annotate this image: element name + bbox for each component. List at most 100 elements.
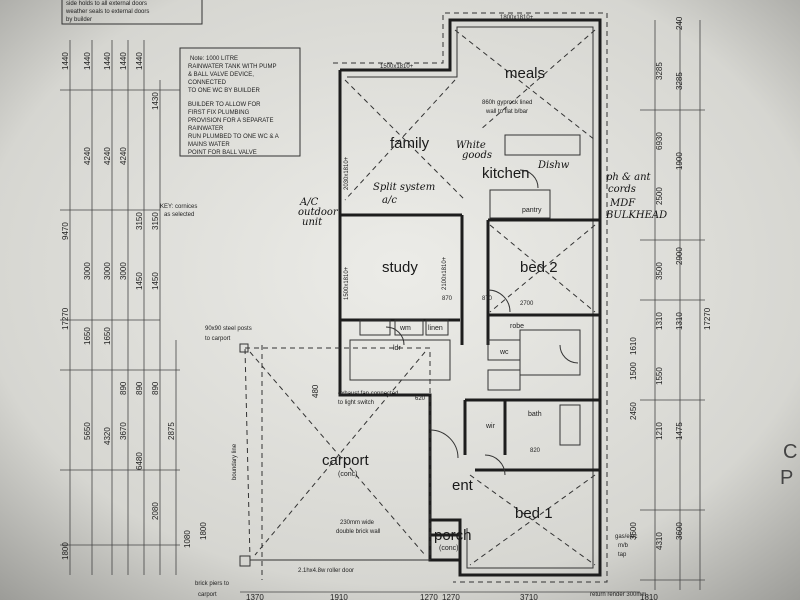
brick-piers-note-1: brick piers to xyxy=(195,581,230,587)
dim-col1-2: 9470 xyxy=(61,222,70,240)
handwritten-ac-3: unit xyxy=(302,217,323,228)
tank-note-line-9: PROVISION FOR A SEPARATE xyxy=(188,118,273,124)
dim-right1-4: 3500 xyxy=(655,262,664,280)
handwritten-cords-1: ph & ant xyxy=(606,172,652,183)
dim-col3-3: 3000 xyxy=(103,262,112,280)
key-note-1: KEY: cornices xyxy=(160,204,197,210)
room-linen: linen xyxy=(428,325,443,332)
dim-right1-8: 4310 xyxy=(655,532,664,550)
dim-col6-2: 3150 xyxy=(151,212,160,230)
brick-piers-note-2: carport xyxy=(198,592,217,598)
title-block-letter-1: C xyxy=(783,441,797,463)
tank-note-line-5: TO ONE WC BY BUILDER xyxy=(188,88,260,94)
dim-col2-2: 4240 xyxy=(83,147,92,165)
dim-col5-2: 3150 xyxy=(135,212,144,230)
tank-note-line-12: MAINS WATER xyxy=(188,142,230,148)
posts-note-2: to carport xyxy=(205,336,231,342)
dim-bottom-6: 1810 xyxy=(640,593,658,600)
room-kitchen: kitchen xyxy=(482,165,530,182)
brick-wall-note-2: double brick wall xyxy=(336,529,380,535)
dim-col2-3: 3000 xyxy=(83,262,92,280)
dim-right-small-4: 3600 xyxy=(629,522,638,540)
top-note-box: side holds to all external doors weather… xyxy=(61,0,203,25)
room-porch: porch xyxy=(434,527,472,544)
dim-right1-6: 1550 xyxy=(655,367,664,385)
handwritten-ac-1: A/C xyxy=(299,197,319,208)
handwritten-white-2: goods xyxy=(462,150,492,161)
room-carport-sub: (conc) xyxy=(338,471,357,478)
dim-right-small-1: 1610 xyxy=(629,337,638,355)
dim-bottom-5: 3710 xyxy=(520,593,538,600)
tank-note-line-1: Note: 1000 LITRE xyxy=(190,56,238,62)
room-wm: wm xyxy=(399,325,411,332)
tank-note: Note: 1000 LITRE RAINWATER TANK WITH PUM… xyxy=(179,47,301,157)
dim-bottom-2: 1910 xyxy=(330,593,348,600)
dim-col7-2: 2875 xyxy=(167,422,176,440)
room-bath: bath xyxy=(528,411,542,418)
dim-right-small-3: 2450 xyxy=(629,402,638,420)
dim-col2-4: 1650 xyxy=(83,327,92,345)
dim-mid-1: 480 xyxy=(311,384,320,398)
room-meals: meals xyxy=(505,65,545,82)
gas-note-3: tap xyxy=(618,552,627,558)
dim-right2-8: 1475 xyxy=(675,422,684,440)
handwritten-cords-2: cords xyxy=(608,184,636,195)
tank-note-line-8: FIRST FIX PLUMBING xyxy=(188,110,250,116)
dim-left-small-1: 1080 xyxy=(183,530,192,548)
dim-right2-5: 2900 xyxy=(675,247,684,265)
handwritten-mdf-2: BULKHEAD xyxy=(605,210,667,221)
gyprock-note-2: wall to flat b/bar xyxy=(485,109,528,115)
dim-col4-5: 3670 xyxy=(119,422,128,440)
dim-right2-1: 240 xyxy=(675,16,684,30)
tank-note-line-3: & BALL VALVE DEVICE, xyxy=(188,72,254,78)
carport xyxy=(239,343,431,580)
dim-col4-3: 3000 xyxy=(119,262,128,280)
dim-col3-2: 4240 xyxy=(103,147,112,165)
dim-col5-3: 1450 xyxy=(135,272,144,290)
gyprock-note-1: 860h gyprock lined xyxy=(482,100,532,106)
room-porch-sub: (conc) xyxy=(439,545,458,552)
tank-note-line-10: RAINWATER xyxy=(188,126,224,132)
dim-col6-3: 1450 xyxy=(151,272,160,290)
tank-note-line-4: CONNECTED xyxy=(188,80,227,86)
dim-bottom-1: 1370 xyxy=(246,593,264,600)
dim-right1-7: 1210 xyxy=(655,422,664,440)
dim-col2-1: 1440 xyxy=(83,52,92,70)
dim-right-small-2: 1500 xyxy=(629,362,638,380)
room-bed2: bed 2 xyxy=(520,259,558,276)
dim-mid-3: 620 xyxy=(415,396,426,402)
dim-col1-1: 1440 xyxy=(61,52,70,70)
room-family: family xyxy=(390,135,430,152)
room-wir: wir xyxy=(485,423,496,430)
dim-right2-6: 1310 xyxy=(675,312,684,330)
dim-mid-4: 870 xyxy=(482,296,493,302)
title-block-letter-2: P xyxy=(780,467,793,489)
top-note-line-1: side holds to all external doors xyxy=(66,1,147,7)
handwritten-mdf-1: MDF xyxy=(609,198,636,209)
room-ent: ent xyxy=(452,477,474,494)
window-label-side-b: 1500x1810+ xyxy=(344,266,350,300)
handwritten-split-2: a/c xyxy=(382,195,397,206)
dim-right2-3: 1900 xyxy=(675,152,684,170)
window-label-side-c: 2100x1810+ xyxy=(442,256,448,290)
handwritten-split-1: Split system xyxy=(373,182,435,193)
exhaust-note-2: to light switch xyxy=(338,400,374,406)
gas-note-2: m/b xyxy=(618,543,629,549)
window-label-family: 1500x1810+ xyxy=(380,64,414,70)
room-pantry: pantry xyxy=(522,207,542,214)
dim-mid-6: 820 xyxy=(530,448,541,454)
dim-right1-5: 1310 xyxy=(655,312,664,330)
dim-right1-1: 3285 xyxy=(655,62,664,80)
tank-note-line-7: BUILDER TO ALLOW FOR xyxy=(188,102,261,108)
dim-col1-4: 1800 xyxy=(61,542,70,560)
top-note-line-2: weather seals to external doors xyxy=(65,9,149,15)
dim-col5-6: 6480 xyxy=(135,452,144,470)
handwritten-ac-2: outdoor xyxy=(298,207,339,218)
gas-note-1: gas/elec xyxy=(615,534,637,540)
dim-col4-1: 1440 xyxy=(119,52,128,70)
room-carport: carport xyxy=(322,452,370,469)
dim-col3-4: 1650 xyxy=(103,327,112,345)
exhaust-note-1: exhaust fan connected xyxy=(338,391,398,397)
dim-col6-5: 2080 xyxy=(151,502,160,520)
